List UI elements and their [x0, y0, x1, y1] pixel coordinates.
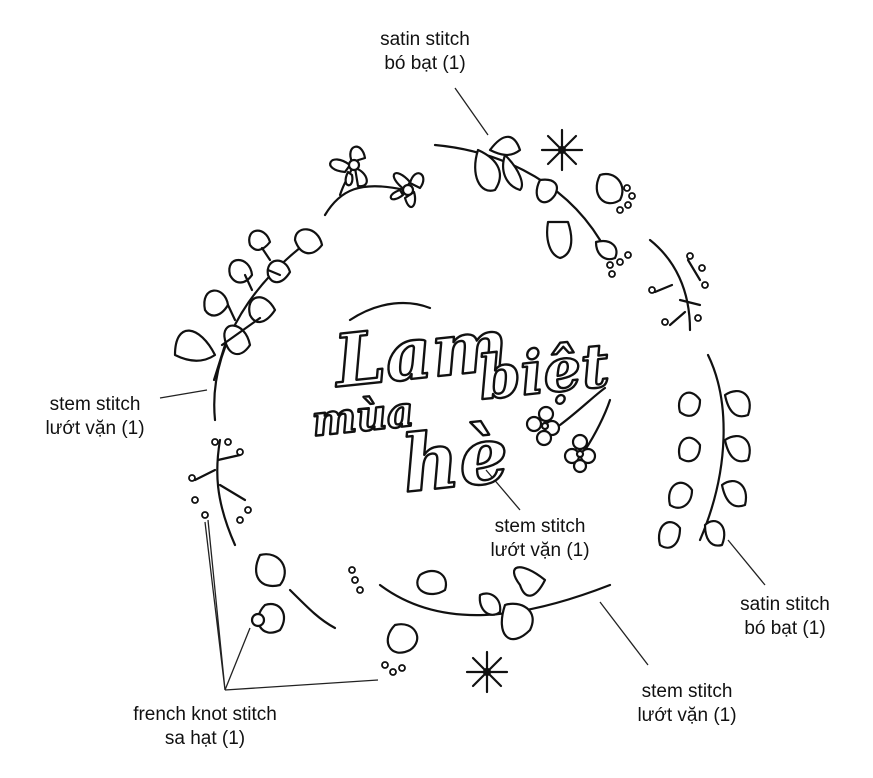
label-bottom-right-line1: stem stitch	[641, 681, 733, 702]
daisy-1	[329, 145, 368, 188]
leader-bottom-right	[599, 601, 649, 666]
small-flower-2	[563, 433, 597, 474]
leader-bottom-left-3	[224, 679, 379, 691]
title-swash	[348, 301, 432, 322]
title-lettering: Lam biệt mùa hè	[308, 300, 614, 512]
top-right-flower-branch	[433, 128, 636, 278]
label-center-line2: lướt vặn (1)	[490, 540, 590, 561]
snowflake-flower-1	[540, 128, 584, 172]
snowflake-flower-2	[465, 650, 509, 694]
bottom-left-flowers	[250, 553, 337, 634]
label-center-line1: stem stitch	[494, 516, 586, 537]
title-word-3: mùa	[309, 386, 416, 445]
label-right-line1: satin stitch	[740, 594, 830, 615]
label-top: satin stitch bó bạt (1)	[340, 28, 510, 76]
top-left-daisy-branch	[323, 145, 425, 217]
label-bottom-left-line2: sa hạt (1)	[164, 728, 246, 749]
leader-lines	[159, 87, 766, 691]
label-right: satin stitch bó bạt (1)	[710, 593, 860, 641]
daisy-2	[389, 172, 425, 209]
label-bottom-right-line2: lướt vặn (1)	[637, 705, 737, 726]
small-flower-1	[525, 405, 561, 447]
label-left: stem stitch lướt vặn (1)	[20, 393, 170, 441]
right-leaf-branch	[657, 353, 751, 549]
title-word-2: biệt	[475, 331, 613, 414]
label-center: stem stitch lướt vặn (1)	[465, 515, 615, 563]
leader-center	[485, 469, 521, 511]
left-leaf-branch	[173, 228, 324, 422]
leader-bottom-left	[204, 519, 226, 691]
title-word-4: hè	[398, 409, 513, 511]
center-small-flowers	[525, 386, 612, 474]
label-bottom-left-line1: french knot stitch	[133, 704, 277, 725]
label-bottom-left: french knot stitch sa hạt (1)	[105, 703, 305, 751]
label-top-line1: satin stitch	[380, 29, 470, 50]
label-bottom-right: stem stitch lướt vặn (1)	[612, 680, 762, 728]
bottom-right-flower-branch	[348, 566, 612, 694]
bottom-left-seed-cluster	[188, 438, 252, 547]
leader-bottom-left-2	[224, 627, 251, 691]
right-seed-cluster	[648, 238, 709, 332]
label-left-line1: stem stitch	[49, 394, 141, 415]
label-left-line2: lướt vặn (1)	[45, 418, 145, 439]
label-right-line2: bó bạt (1)	[744, 618, 826, 639]
leader-left	[159, 389, 208, 399]
label-top-line2: bó bạt (1)	[384, 53, 466, 74]
title-word-1: Lam	[328, 301, 511, 404]
leader-top	[454, 87, 489, 136]
leader-right	[727, 539, 766, 586]
